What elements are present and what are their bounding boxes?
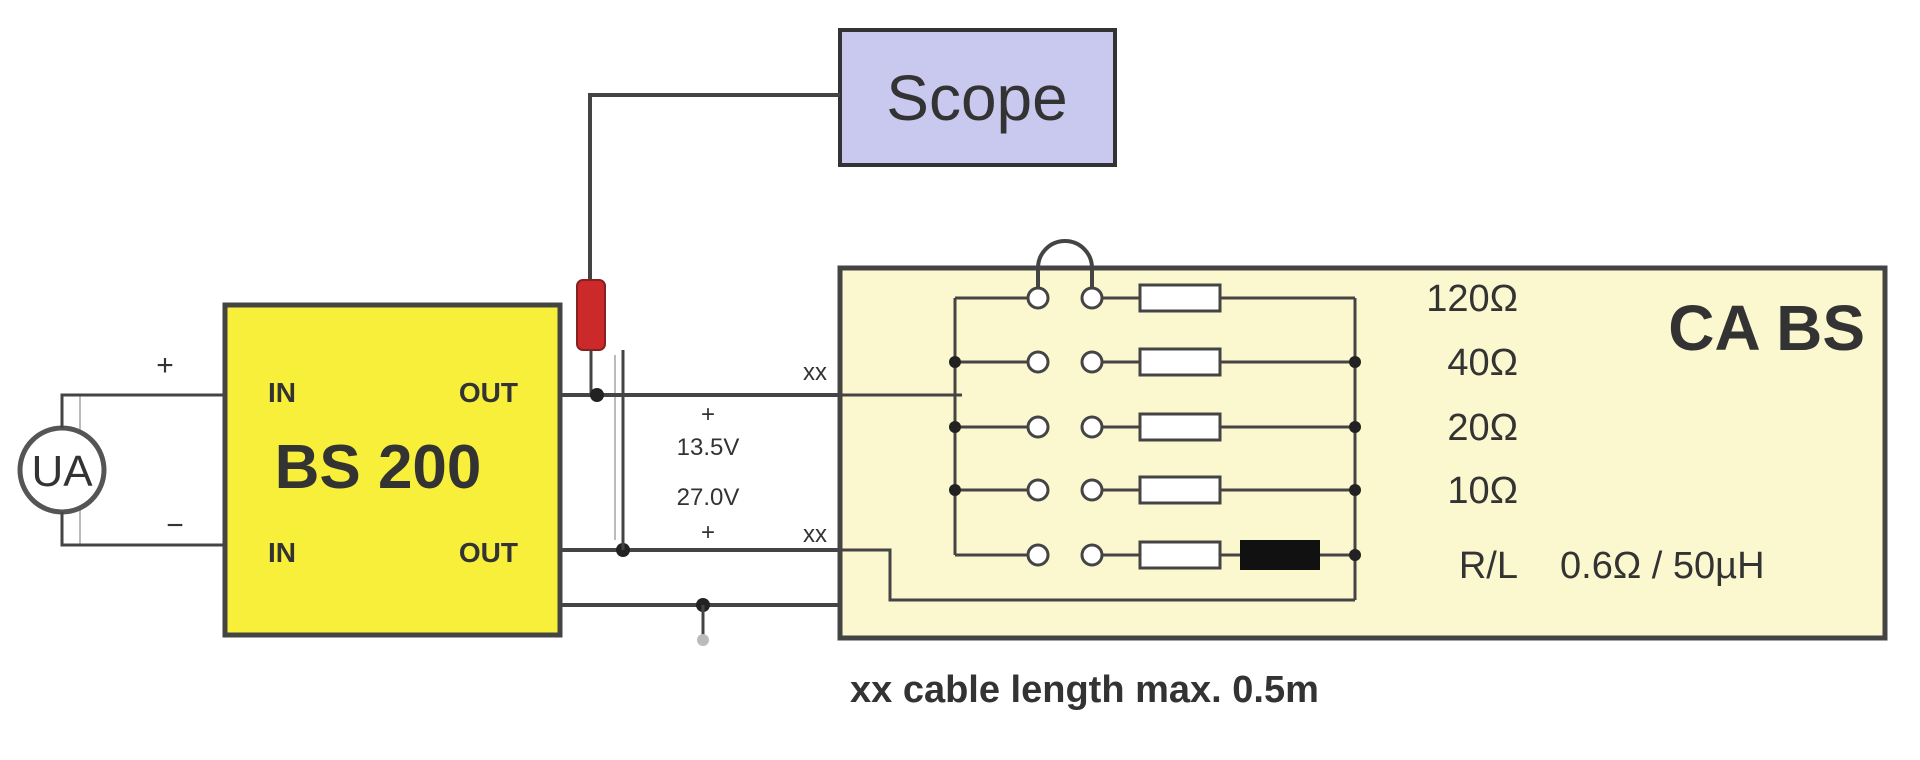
scope-lead-wire xyxy=(588,93,840,282)
load-label-rl: R/L xyxy=(1459,545,1518,587)
probe-node xyxy=(590,388,604,402)
node-left-10 xyxy=(949,484,961,496)
jumper-wire xyxy=(1036,239,1094,298)
bs200-out-top: OUT xyxy=(459,377,518,408)
cabs-return-wire xyxy=(840,548,1355,602)
bs200-title: BS 200 xyxy=(275,433,482,502)
node-right-20 xyxy=(1349,421,1361,433)
scope-label: Scope xyxy=(886,62,1067,134)
voltage-source-label: UA xyxy=(31,447,93,496)
branch-terminal-right xyxy=(1080,286,1104,310)
resistor-120 xyxy=(1138,283,1222,313)
branch-terminal-right xyxy=(1080,350,1104,374)
branch-terminal-left xyxy=(1026,478,1050,502)
load-branch-40: 40Ω xyxy=(949,342,1518,384)
resistor-rl xyxy=(1138,540,1222,570)
bs200-in-bottom: IN xyxy=(268,537,296,568)
cable-length-footnote: xx cable length max. 0.5m xyxy=(850,669,1319,711)
branch-terminal-left xyxy=(1026,286,1050,310)
branch-terminal-right xyxy=(1080,478,1104,502)
branch-terminal-left xyxy=(1026,543,1050,567)
node-left-20 xyxy=(949,421,961,433)
cabs-box xyxy=(837,265,1888,641)
node-right-40 xyxy=(1349,356,1361,368)
bs200-in-top: IN xyxy=(268,377,296,408)
voltage-value-1: 13.5V xyxy=(677,434,740,461)
source-plus-sign: + xyxy=(156,349,174,382)
bs200-box xyxy=(222,302,563,638)
node-left-40 xyxy=(949,356,961,368)
branch-terminal-left xyxy=(1026,415,1050,439)
load-label-120: 120Ω xyxy=(1426,278,1518,320)
scope-box xyxy=(838,28,1117,167)
scope-probe xyxy=(576,279,606,351)
resistor-20 xyxy=(1138,412,1222,442)
branch-terminal-right xyxy=(1080,543,1104,567)
load-label-10: 10Ω xyxy=(1447,470,1518,512)
branch-terminal-right xyxy=(1080,415,1104,439)
source-minus-wire xyxy=(60,512,225,547)
load-branch-10: 10Ω xyxy=(949,470,1518,512)
node-right-10 xyxy=(1349,484,1361,496)
rl-value-label: 0.6Ω / 50µH xyxy=(1560,545,1765,587)
inductor-rl xyxy=(1240,540,1320,570)
load-label-20: 20Ω xyxy=(1447,407,1518,449)
resistor-10 xyxy=(1138,475,1222,505)
node-right-rl xyxy=(1349,549,1361,561)
branch-terminal-left xyxy=(1026,350,1050,374)
voltage-value-2: 27.0V xyxy=(677,484,740,511)
voltage-plus-bottom: + xyxy=(701,519,715,546)
load-branch-rl: R/L 0.6Ω / 50µH xyxy=(955,540,1765,587)
load-label-40: 40Ω xyxy=(1447,342,1518,384)
load-branch-20: 20Ω xyxy=(949,407,1518,449)
resistor-40 xyxy=(1138,347,1222,377)
source-minus-sign: − xyxy=(166,509,184,542)
source-plus-wire xyxy=(60,393,225,428)
load-branch-120: 120Ω xyxy=(955,278,1518,320)
cabs-title: CA BS xyxy=(1668,292,1865,364)
voltage-plus-top: + xyxy=(701,401,715,428)
bs200-out-bottom: OUT xyxy=(459,537,518,568)
earth-terminal xyxy=(697,634,709,646)
cable-mark-top: xx xyxy=(803,359,827,386)
cable-mark-bottom: xx xyxy=(803,521,827,548)
